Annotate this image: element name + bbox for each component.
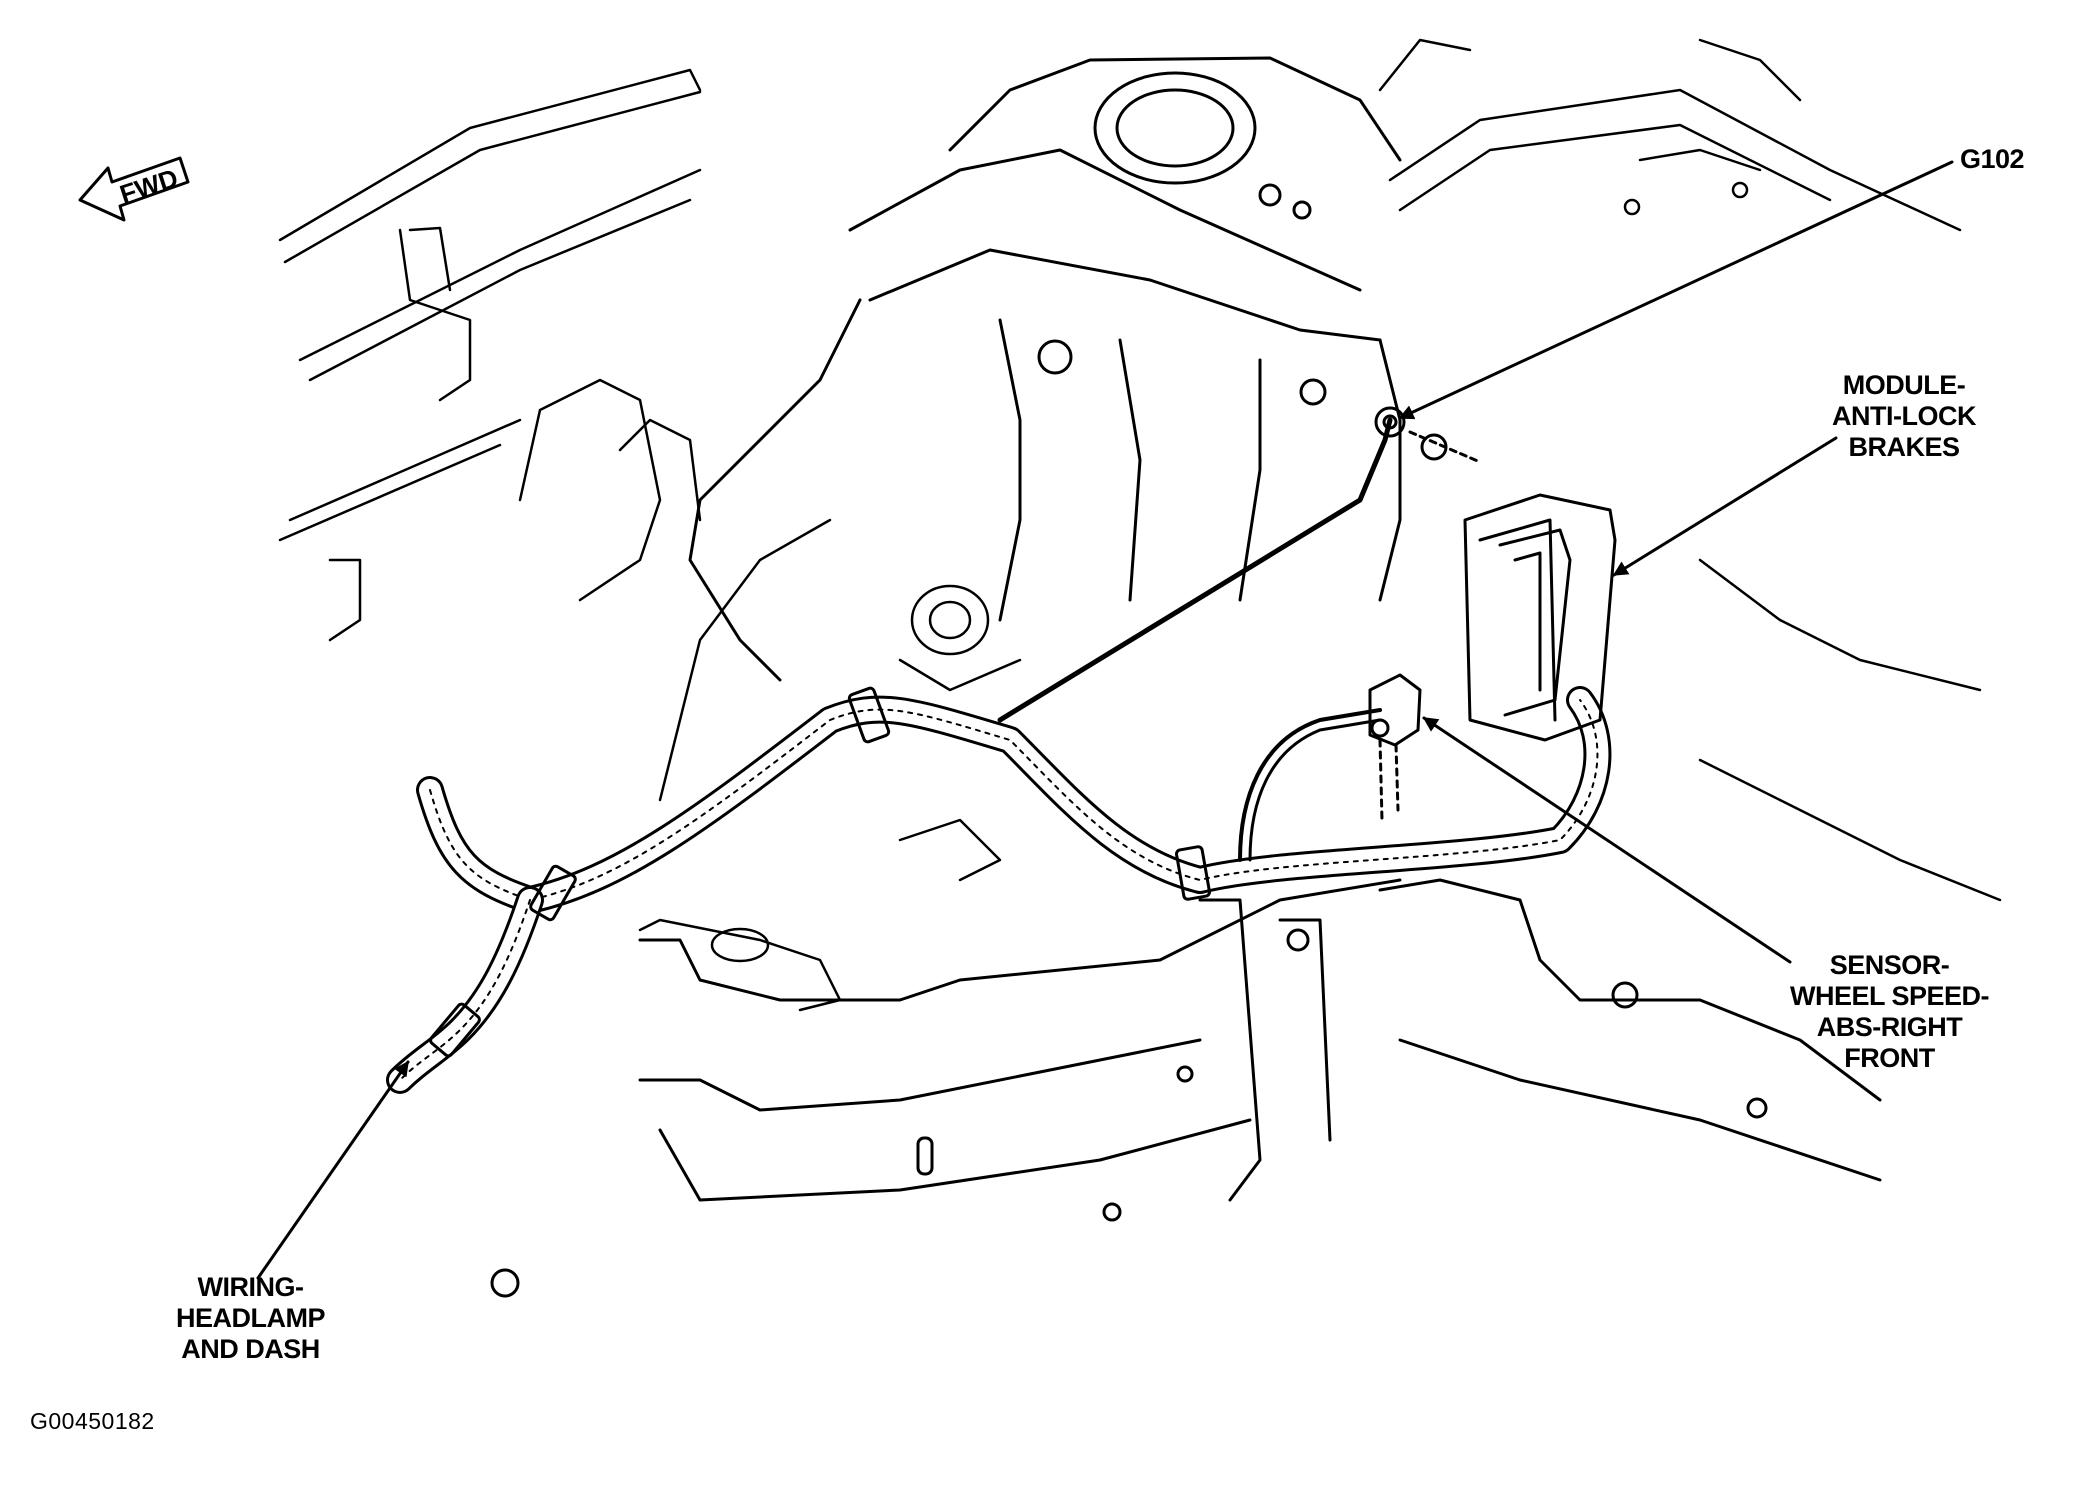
callout-sensor-line2: WHEEL SPEED-: [1790, 981, 1990, 1011]
callout-abs-line1: MODULE-: [1842, 370, 1966, 400]
wheel-speed-sensor-connector: [1368, 673, 1422, 822]
abs-module: [1463, 493, 1617, 742]
callout-wheel-speed-sensor: SENSOR- WHEEL SPEED- ABS-RIGHT FRONT: [1790, 950, 1990, 1074]
callout-abs-line2: ANTI-LOCK: [1832, 401, 1976, 431]
leader-wheel-speed-sensor: [1422, 716, 1792, 964]
callout-harness-line1: WIRING-: [197, 1272, 304, 1302]
callout-abs-line3: BRAKES: [1848, 432, 1960, 462]
inner-fender: [518, 378, 1022, 802]
wiring-harness: [386, 417, 1612, 1094]
callout-harness-line3: AND DASH: [181, 1334, 320, 1364]
callout-harness: WIRING- HEADLAMP AND DASH: [176, 1272, 326, 1365]
callout-sensor-line1: SENSOR-: [1829, 950, 1950, 980]
body-panel-upper-right: [1378, 38, 2002, 902]
callout-g102-line1: G102: [1960, 144, 2025, 174]
callout-g102: G102: [1960, 144, 2025, 175]
figure-code: G00450182: [30, 1408, 155, 1434]
callout-sensor-line3: ABS-RIGHT: [1816, 1012, 1963, 1042]
callout-harness-line2: HEADLAMP: [176, 1303, 326, 1333]
fwd-arrow-icon: FWD: [78, 156, 190, 222]
leader-abs-module: [1612, 436, 1838, 577]
callout-abs-module: MODULE- ANTI-LOCK BRAKES: [1832, 370, 1976, 463]
frame-rail: [490, 878, 1882, 1298]
body-panel-upper-left: [278, 68, 702, 642]
callout-sensor-line4: FRONT: [1844, 1043, 1935, 1073]
ground-g102: [1299, 378, 1482, 464]
leader-g102: [1398, 160, 1954, 420]
strut-tower: [688, 56, 1402, 682]
center-bracket: [638, 818, 1002, 1012]
leader-harness: [256, 1060, 410, 1280]
leader-lines: [256, 160, 1954, 1280]
fwd-badge-text: FWD: [116, 163, 182, 210]
